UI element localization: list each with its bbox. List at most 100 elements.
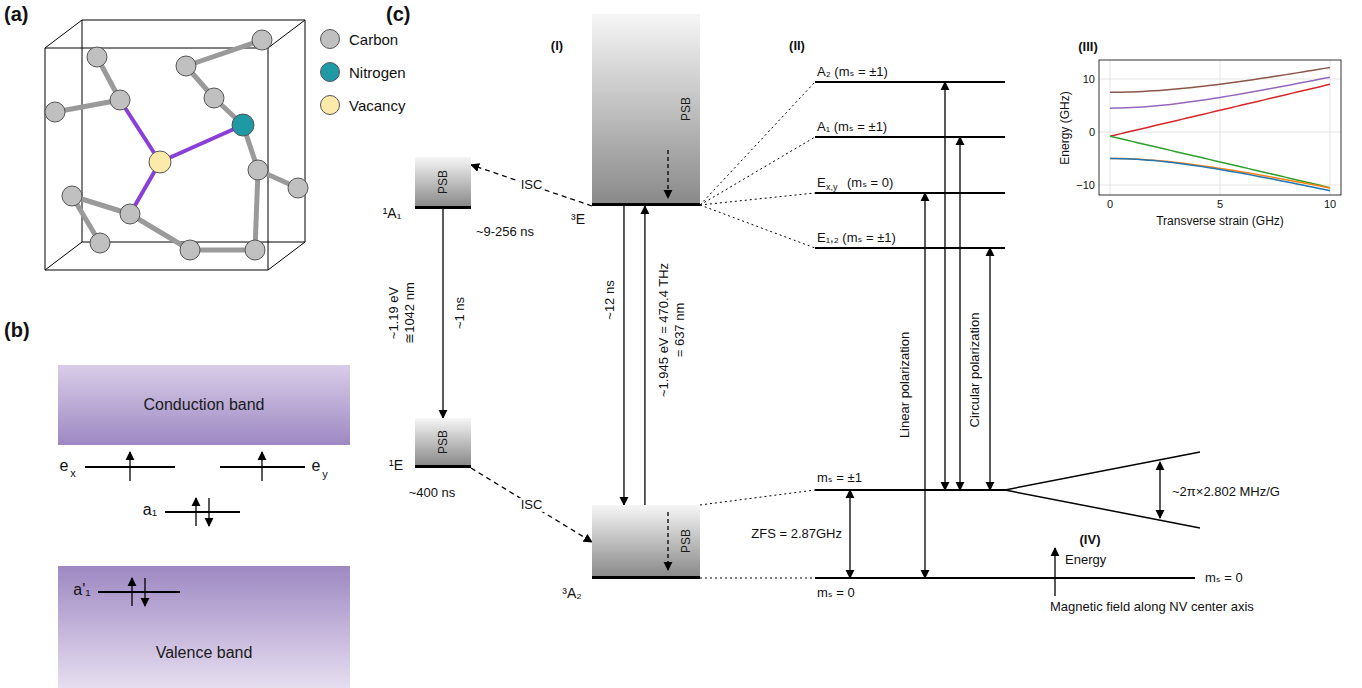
- annotation-text: ¹E: [389, 458, 403, 473]
- phonon-sideband-box: PSB: [415, 157, 471, 209]
- axis-text: Transverse strain (GHz): [1156, 215, 1284, 228]
- atom: [45, 102, 65, 122]
- axis-text: Energy (GHz): [1059, 91, 1072, 164]
- energy-level: [815, 247, 1005, 249]
- annotation-text: Magnetic field along NV center axis: [1050, 600, 1254, 614]
- atom: [252, 30, 272, 50]
- transition-arrow: [944, 82, 945, 490]
- legend-text: Carbon: [349, 31, 398, 48]
- dotted-guide: [700, 205, 815, 248]
- annotation-text: Circular polarization: [968, 313, 982, 428]
- sideband-label: PSB: [436, 169, 450, 193]
- panel-label: (I): [551, 39, 563, 53]
- spin-arrow: [208, 498, 209, 526]
- axis-text: 5: [1217, 198, 1223, 210]
- atom: [232, 114, 254, 136]
- annotation-text: Energy: [1065, 553, 1106, 567]
- annotation-text: (mₛ = 0): [847, 176, 893, 190]
- energy-band: Valence band: [58, 566, 350, 688]
- atom: [120, 204, 140, 224]
- atom: [62, 186, 82, 206]
- annotation-text: ~1 ns: [453, 297, 467, 329]
- transition-arrow: [623, 206, 624, 505]
- annotation-text: = 637 nm: [673, 303, 687, 358]
- transition-arrow: [959, 137, 960, 490]
- relaxation-arrow: [667, 150, 668, 198]
- orbital-label: a₁: [143, 501, 157, 519]
- annotation-text: ~9-256 ns: [476, 225, 534, 239]
- energy-level: [98, 591, 180, 593]
- legend-swatch: [320, 29, 340, 49]
- annotation-text: x,y: [826, 183, 838, 193]
- annotation-text: ³E: [571, 212, 585, 227]
- band-label: Valence band: [156, 644, 253, 662]
- cube-edge: [45, 242, 82, 270]
- annotation-text: mₛ = 0: [817, 586, 855, 600]
- vacancy-bond: [160, 125, 243, 162]
- energy-level: [815, 136, 1005, 138]
- annotation-text: ¹A₁: [383, 206, 402, 221]
- energy-level: [815, 81, 1005, 83]
- transition-arrow: [989, 248, 990, 490]
- spin-arrow: [195, 498, 196, 526]
- annotation-text: ~1.945 eV = 470.4 THz: [657, 263, 671, 397]
- panel-label: (a): [4, 3, 28, 25]
- energy-band: Conduction band: [58, 365, 350, 445]
- transition-arrow: [442, 209, 443, 418]
- energy-level: [815, 192, 1005, 194]
- energy-curve: [1110, 159, 1330, 191]
- axis-text: −10: [1076, 179, 1095, 191]
- annotation-text: A₂ (mₛ = ±1): [817, 65, 888, 79]
- annotation-text: ~2π×2.802 MHz/G: [1172, 485, 1280, 499]
- axis-text: 10: [1324, 198, 1336, 210]
- edge-label: ISC: [519, 178, 545, 192]
- energy-level: [815, 489, 1005, 491]
- dotted-guide: [700, 137, 815, 205]
- legend-item: Carbon: [320, 29, 398, 49]
- annotation-text: ~400 ns: [409, 486, 456, 500]
- grid-line: [1220, 60, 1221, 195]
- annotation-text: ³A₂: [562, 586, 581, 601]
- energy-level: [815, 577, 1195, 579]
- axis-text: 0: [1107, 198, 1113, 210]
- annotation-text: ~12 ns: [603, 280, 617, 319]
- energy-curve: [1110, 136, 1330, 187]
- atom: [248, 160, 268, 180]
- orbital-label: e: [60, 457, 69, 475]
- zeeman-level: [1005, 490, 1200, 528]
- atom: [87, 47, 107, 67]
- spin-arrow: [144, 578, 145, 606]
- phonon-sideband-box: PSB: [592, 505, 700, 579]
- annotation-text: E: [817, 176, 826, 190]
- phonon-sideband-box: PSB: [592, 14, 700, 206]
- edge-label: ISC: [519, 498, 545, 512]
- panel-label: (III): [1078, 40, 1098, 54]
- legend-item: Vacancy: [320, 95, 405, 115]
- panel-label: (c): [386, 3, 410, 25]
- annotation-text: ZFS = 2.87GHz: [751, 527, 842, 541]
- legend-swatch: [320, 62, 340, 82]
- cube-edge: [268, 20, 305, 48]
- legend-text: Nitrogen: [349, 64, 406, 81]
- cube-edge: [45, 20, 82, 48]
- orbital-label: y: [322, 468, 328, 480]
- atom: [204, 88, 224, 108]
- bond: [255, 170, 258, 250]
- panel-label: (IV): [1080, 533, 1101, 547]
- phonon-sideband-box: PSB: [415, 418, 471, 468]
- energy-curve: [1110, 84, 1330, 136]
- dotted-guide: [700, 193, 815, 205]
- zfs-arrow: [849, 490, 850, 578]
- annotation-text: ≅1042 nm: [403, 282, 417, 343]
- atom: [288, 178, 308, 198]
- band-label: Conduction band: [144, 396, 265, 414]
- grid-line: [1330, 60, 1331, 195]
- transition-arrow: [924, 193, 925, 578]
- strain-chart: [1099, 60, 1341, 195]
- axis-text: 10: [1083, 73, 1095, 85]
- grid-line: [1099, 79, 1341, 80]
- sideband-label: PSB: [679, 96, 693, 120]
- atom: [176, 56, 196, 76]
- transition-arrow: [644, 206, 645, 505]
- spin-arrow: [261, 452, 262, 481]
